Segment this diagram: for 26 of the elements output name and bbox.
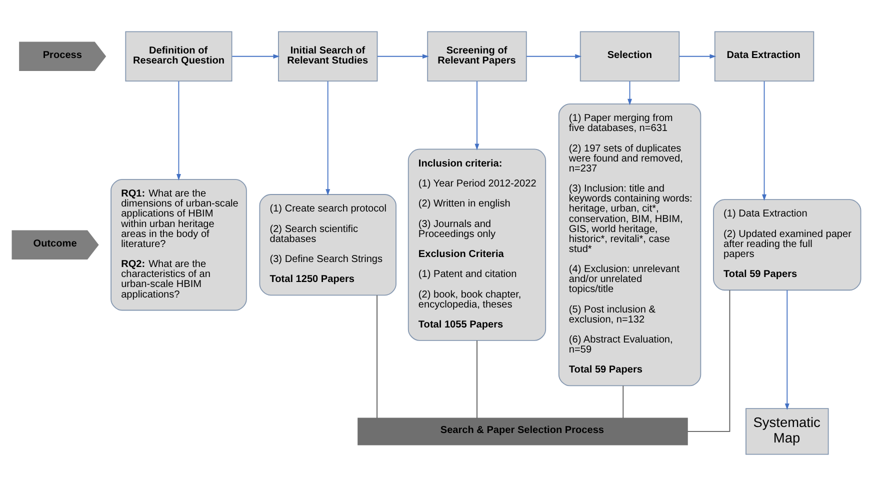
connector: [376, 294, 378, 418]
node-box: Initial Search of Relevant Studies: [278, 31, 378, 82]
node-box: Data Extraction: [714, 31, 814, 82]
connector: [687, 290, 730, 432]
node-box: Definition of Research Question: [125, 31, 232, 82]
arrow: [526, 54, 582, 59]
arrow: [474, 80, 480, 150]
arrow: [762, 80, 766, 201]
node-box: Screening of Relevant Papers: [427, 31, 527, 82]
arrow: [232, 54, 280, 59]
node-box: Inclusion criteria: (1) Year Period 2012-2022 (2) Written in english (3) Journals and Proceedings only Exclusion Criteria (1) Patent and citation (2) book, book chapter, encyclopedia, theses Total 1055 Papers: [408, 148, 546, 341]
arrow: [679, 54, 716, 59]
connector: [622, 385, 624, 419]
arrow: [628, 80, 632, 106]
node-box: (1) Data Extraction (2) Updated examined paper after reading the full papers Total 59 Papers: [713, 199, 862, 291]
arrow: [176, 80, 181, 180]
node-box: Selection: [580, 31, 680, 82]
node-box: (1) Create search protocol (2) Search scientific databases (3) Define Search Strings Total 1250 Papers: [259, 194, 396, 296]
connector: [476, 340, 478, 419]
arrow: [326, 80, 330, 196]
node-box: (1) Paper merging from five databases, n=631 (2) 197 sets of duplicates were found and removed, n=237 (3) Inclusion: title and keywords containing words: heritage, urban, cit*, conservation, BIM, HBIM, GIS, world heritage, historic*, revitali*, case stud* (4) Exclusion: unrelevant and/or unrelated topics/title (5) Post inclusion & exclusion, n=132 (6) Abstract Evaluation, n=59 Total 59 Papers: [558, 103, 702, 386]
arrow: [784, 290, 790, 410]
node-box: Systematic Map: [746, 408, 829, 455]
node-box: RQ1: What are the dimensions of urban-scale applications of HBIM within urban heritage areas in the body of literature? RQ2: What are the characteristics of an urban-scale HBIM applications?: [110, 178, 247, 311]
node-box: Search & Paper Selection Process: [358, 418, 688, 446]
arrow: [377, 54, 429, 59]
